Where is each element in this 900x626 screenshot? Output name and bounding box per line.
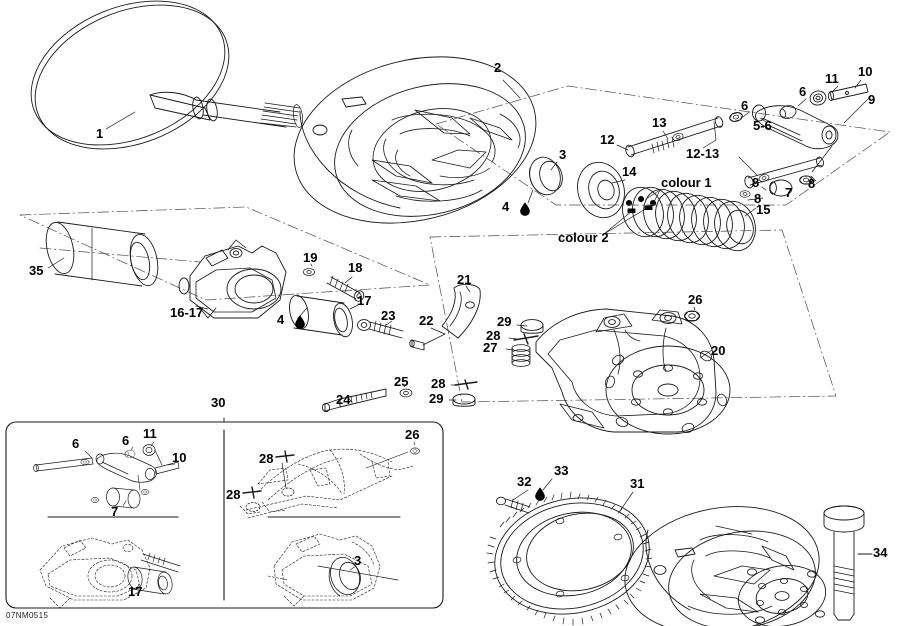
callout-7: 7 (785, 185, 793, 200)
callout-25: 25 (394, 374, 409, 389)
callout-17: 17 (357, 293, 372, 308)
callout-28-b: 28 (431, 376, 446, 391)
part-24-bolt (321, 388, 387, 413)
inset-callout-26: 26 (405, 427, 420, 442)
part-23-screw (357, 319, 404, 339)
callout-19: 19 (303, 250, 318, 265)
part-25-washer (399, 384, 413, 398)
callout-13: 13 (652, 115, 667, 130)
inset-br-solid (317, 557, 399, 597)
callout-29-b: 29 (429, 391, 444, 406)
callout-20: 20 (711, 343, 726, 358)
part-31-ring-gear (486, 491, 653, 626)
inset-callout-10: 10 (172, 450, 187, 465)
callout-28-a: 28 (486, 328, 501, 343)
part-26-nut-upper (683, 306, 701, 322)
inset-callout-6-a: 6 (72, 436, 80, 451)
part-35-sleeve (45, 221, 159, 287)
callout-4-a: 4 (502, 199, 510, 214)
callout-1: 1 (96, 126, 104, 141)
inset-callout-28-a: 28 (259, 451, 274, 466)
part-33-lubricant-marker (535, 478, 553, 501)
callout-8-a: 8 (752, 175, 760, 190)
construction-plane-lower-left (19, 206, 431, 301)
callout-8-b: 8 (808, 176, 816, 191)
callout-9: 9 (868, 92, 876, 107)
construction-plane-upper (435, 85, 891, 206)
part-15-clutch-spring (603, 186, 757, 252)
callout-6-a: 6 (741, 98, 749, 113)
inset-box-30 (5, 417, 444, 609)
inset-tl (33, 441, 180, 509)
part-34-bolt (823, 505, 873, 621)
callout-12: 12 (600, 132, 615, 147)
footer-code: 07NM0515 (6, 611, 49, 620)
callout-12-13: 12-13 (686, 146, 720, 161)
callout-23: 23 (381, 308, 396, 323)
inset-callout-17: 17 (128, 584, 143, 599)
callout-6-b: 6 (799, 84, 807, 99)
callout-8-c: 8 (754, 191, 762, 206)
inset-tr-solid (242, 441, 421, 512)
part-4-lubricant-marker-a (520, 189, 534, 216)
part-20-support-housing (535, 308, 731, 435)
callout-26-a: 26 (688, 292, 703, 307)
callout-30: 30 (211, 395, 226, 410)
part-18-screw (326, 275, 365, 302)
part-1-fixed-sheave (30, 0, 303, 150)
parts-27-28-29-stack-top (505, 319, 544, 367)
parts-28-29-stack-bottom (448, 379, 478, 407)
inset-br (267, 533, 381, 607)
callout-colour-2: colour 2 (558, 230, 609, 245)
callout-4-b: 4 (277, 312, 285, 327)
callout-32: 32 (517, 474, 532, 489)
parts-5-13-ramp-arm-hardware (616, 79, 870, 201)
callout-34: 34 (873, 545, 888, 560)
callout-11: 11 (825, 71, 839, 86)
inset-callout-3: 3 (354, 553, 362, 568)
callout-3: 3 (559, 147, 567, 162)
callout-24: 24 (336, 392, 351, 407)
ring-gear-teeth (486, 491, 653, 626)
inset-callout-6-b: 6 (122, 433, 130, 448)
inset-callout-11: 11 (143, 426, 157, 441)
part-4-lubricant-marker-b (295, 307, 308, 329)
callout-2: 2 (494, 60, 502, 75)
construction-plane-lower-right (429, 229, 837, 403)
callout-14: 14 (622, 164, 637, 179)
part-19-washer (303, 263, 315, 277)
callout-10: 10 (858, 64, 873, 79)
part-3-ring (529, 156, 563, 196)
callout-21: 21 (457, 272, 472, 287)
part-22-pin (409, 327, 446, 351)
axis-line-35 (39, 247, 201, 263)
callout-27: 27 (483, 340, 498, 355)
callout-35: 35 (29, 263, 44, 278)
inset-tr (239, 448, 415, 519)
callout-5-6: 5-6 (753, 118, 772, 133)
callout-colour-1: colour 1 (661, 175, 712, 190)
part-16-17-sliding-half (178, 239, 287, 319)
callout-29-a: 29 (497, 314, 512, 329)
callout-22: 22 (419, 313, 434, 328)
part-17-bushing (289, 294, 359, 338)
part-2-movable-sheave (293, 56, 537, 224)
callout-18: 18 (348, 260, 363, 275)
inset-bl (39, 537, 151, 609)
part-14-spring-seat (577, 161, 626, 219)
inset-callout-28-b: 28 (226, 487, 241, 502)
callout-16-17: 16-17 (170, 305, 204, 320)
callout-15: 15 (756, 202, 771, 217)
inset-bl-solid (127, 552, 181, 595)
callout-31: 31 (630, 476, 645, 491)
callout-33: 33 (554, 463, 569, 478)
inset-callout-7: 7 (111, 504, 119, 519)
part-21-lever (441, 283, 481, 339)
part-32-screw (495, 489, 531, 514)
